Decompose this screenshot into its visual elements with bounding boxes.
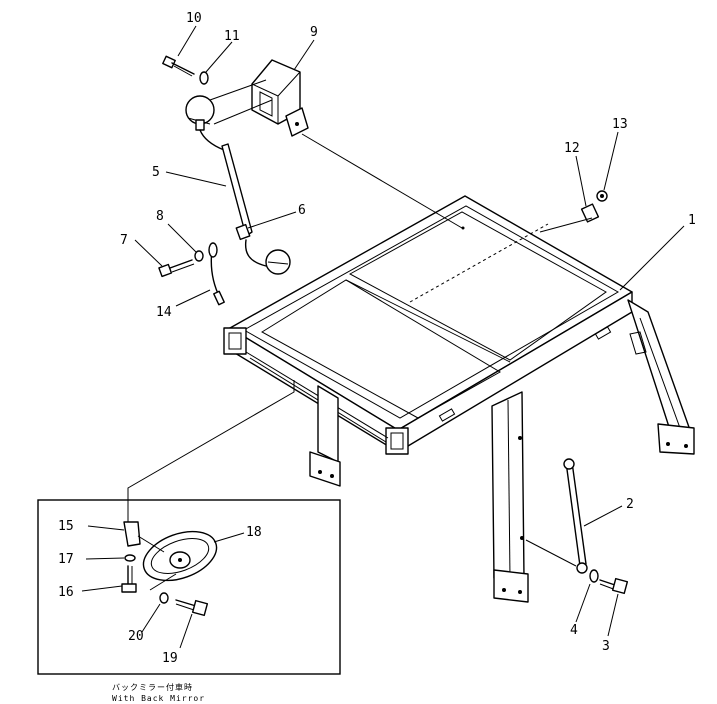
callout-8: 8 — [156, 209, 164, 224]
callout-18: 18 — [246, 525, 262, 540]
bolt-19 — [175, 599, 209, 617]
inset-caption-en: With Back Mirror — [112, 694, 205, 703]
callout-numbers: 1 2 3 4 5 6 7 8 9 10 11 12 13 14 15 16 1… — [58, 11, 696, 666]
back-mirror-inset: バックミラー付車時 With Back Mirror — [37, 380, 341, 703]
lamp-upper — [185, 95, 215, 131]
callout-3: 3 — [602, 639, 610, 654]
bolt-3 — [599, 577, 629, 595]
bolt-16 — [121, 565, 137, 593]
clamp-6 — [235, 223, 251, 241]
lamp-stay-5 — [221, 143, 253, 237]
callout-17: 17 — [58, 552, 74, 567]
callout-1: 1 — [688, 213, 696, 228]
wire-upper — [199, 129, 225, 151]
washer-17 — [124, 554, 136, 562]
callout-5: 5 — [152, 165, 160, 180]
callout-11: 11 — [224, 29, 240, 44]
callout-13: 13 — [612, 117, 628, 132]
inset-caption-jp: バックミラー付車時 — [112, 682, 193, 692]
callout-7: 7 — [120, 233, 128, 248]
roof-panel-front — [261, 279, 501, 419]
washer-20 — [159, 592, 169, 604]
callout-19: 19 — [162, 651, 178, 666]
bolt-7 — [158, 259, 195, 278]
roof-panel-rear — [348, 211, 607, 361]
mirror-18 — [142, 530, 218, 582]
canopy-roof — [223, 195, 633, 455]
callout-6: 6 — [298, 203, 306, 218]
callout-4: 4 — [570, 623, 578, 638]
bolt-10 — [162, 55, 195, 77]
lamp-lower — [265, 249, 291, 275]
callout-12: 12 — [564, 141, 580, 156]
callout-10: 10 — [186, 11, 202, 26]
washer-8 — [194, 250, 204, 262]
callout-2: 2 — [626, 497, 634, 512]
callout-20: 20 — [128, 629, 144, 644]
callout-16: 16 — [58, 585, 74, 600]
callout-9: 9 — [310, 25, 318, 40]
callout-14: 14 — [156, 305, 172, 320]
washer-11 — [199, 71, 209, 85]
rod-2-assembly — [525, 458, 629, 595]
washer-4 — [589, 569, 599, 583]
callout-15: 15 — [58, 519, 74, 534]
work-lamp-assembly — [158, 55, 465, 306]
hook-12-13 — [539, 190, 608, 233]
leader-lines — [81, 25, 685, 649]
canopy-legs — [309, 299, 695, 603]
